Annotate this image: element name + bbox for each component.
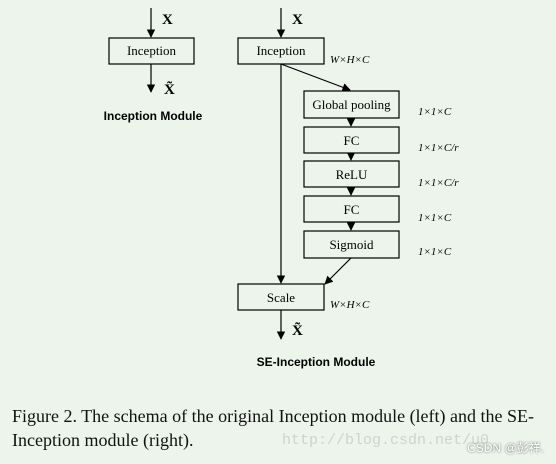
scale-dim: W×H×C: [330, 299, 370, 311]
scale-label: Scale: [267, 290, 295, 305]
left-input-var: X: [162, 12, 173, 28]
left-output-var: X̃: [164, 81, 175, 98]
fc2-dim: 1×1×C: [418, 212, 452, 224]
relu-dim: 1×1×C/r: [418, 177, 459, 189]
sigmoid-dim: 1×1×C: [418, 246, 452, 258]
right-module-title: SE-Inception Module: [257, 355, 376, 369]
global-pooling-label: Global pooling: [312, 97, 391, 112]
right-input-var: X: [292, 12, 303, 28]
branch-to-pooling-arrow: [280, 63, 351, 92]
fc1-label: FC: [344, 133, 360, 148]
fc1-dim: 1×1×C/r: [418, 142, 459, 154]
global-pooling-dim: 1×1×C: [418, 106, 452, 118]
watermark-url: http://blog.csdn.net/u0: [282, 432, 490, 449]
relu-label: ReLU: [336, 167, 368, 182]
sigmoid-block: [303, 230, 400, 259]
left-module-title: Inception Module: [104, 109, 203, 123]
fc2-label: FC: [344, 202, 360, 217]
right-output-var: X̃: [292, 322, 303, 339]
right-inception-dim: W×H×C: [330, 54, 370, 66]
left-inception-label: Inception: [127, 43, 177, 58]
figure-caption: Figure 2. The schema of the original Inc…: [12, 406, 535, 450]
sigmoid-to-scale-arrow: [324, 257, 352, 285]
csdn-watermark: CSDN @彭祥.: [467, 441, 544, 455]
sigmoid-label: Sigmoid: [329, 237, 374, 252]
right-inception-label: Inception: [256, 43, 306, 58]
